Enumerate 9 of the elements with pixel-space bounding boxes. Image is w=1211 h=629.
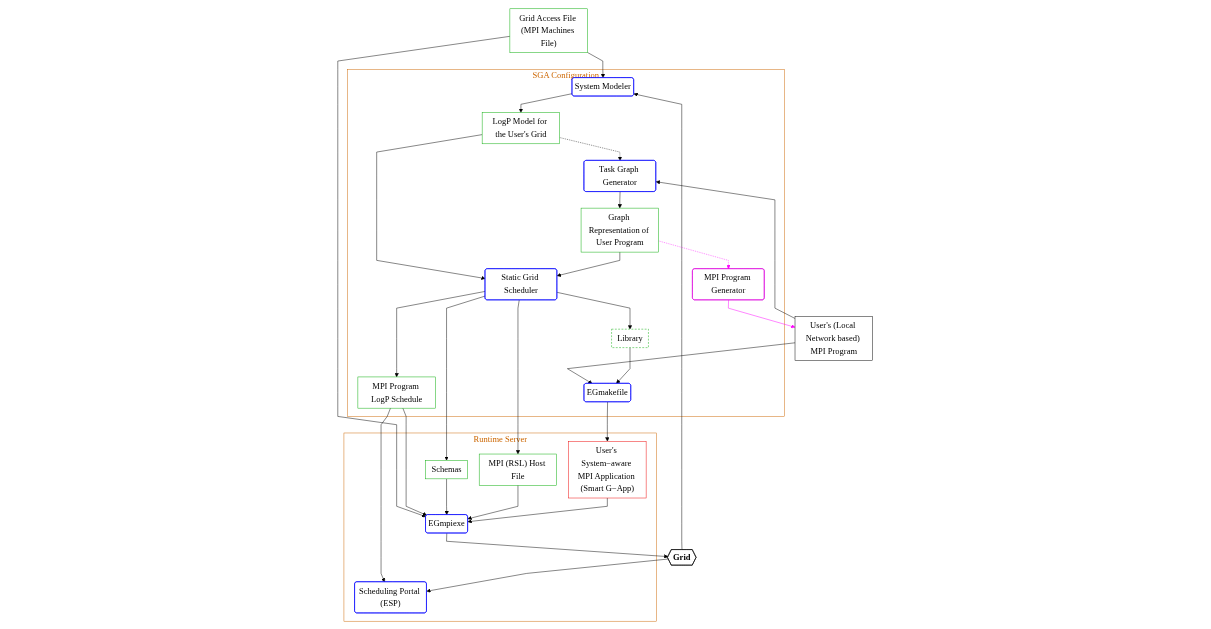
node-box: Schemas (425, 459, 468, 479)
node-box: User's System−aware MPI Application (Smart G−App) (568, 440, 647, 498)
node-box: Graph Representation of User Program (581, 207, 660, 252)
node-box: MPI (RSL) Host File (479, 453, 558, 485)
node-box: User's (Local Network based) MPI Program (795, 315, 874, 361)
node-box: Library (611, 328, 649, 348)
node-box: MPI Program LogP Schedule (357, 376, 436, 408)
node-box: LogP Model for the User's Grid (482, 111, 561, 144)
node-box: Grid Access File (MPI Machines File) (509, 8, 588, 53)
